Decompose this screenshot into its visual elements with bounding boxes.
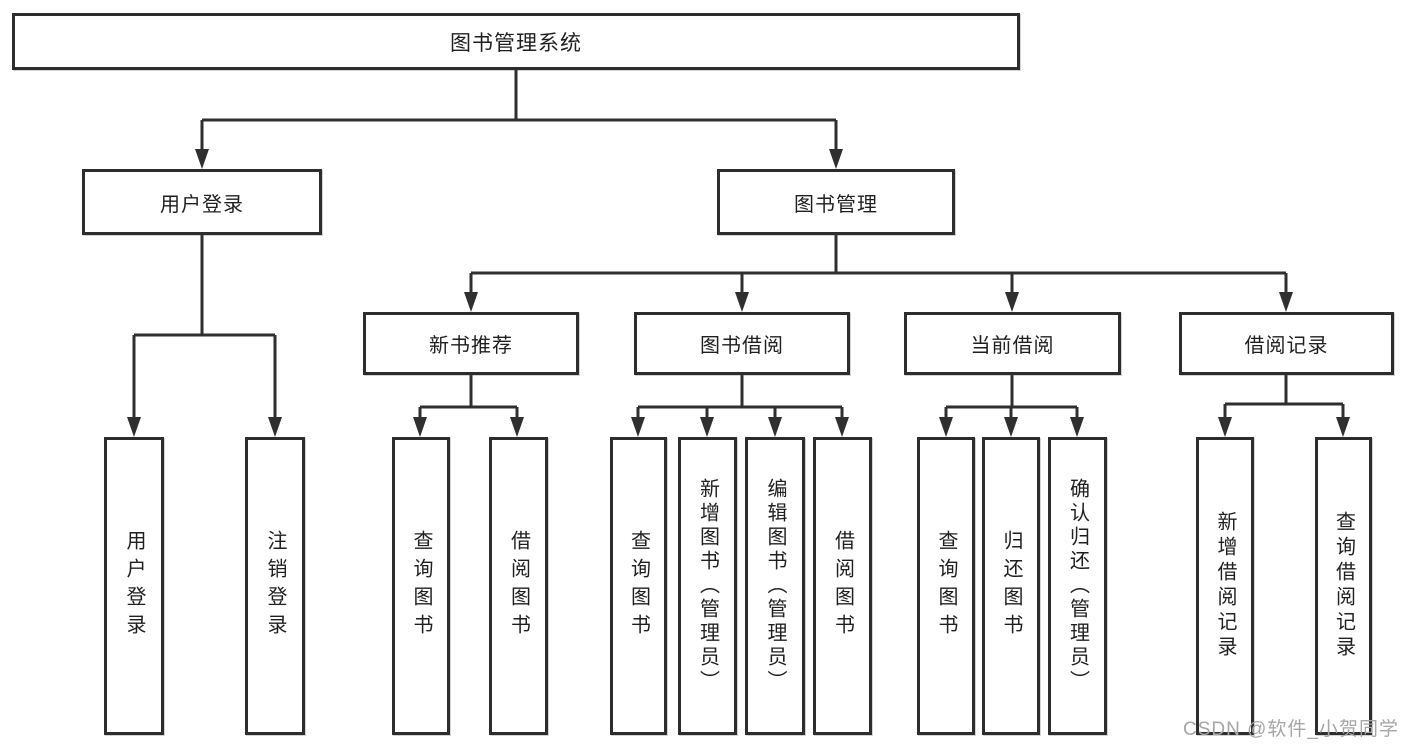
node-borrowing-records: 借阅记录: [1179, 312, 1394, 375]
node-library-system: 图书管理系统: [12, 13, 1020, 70]
connector-user-login-branch: [127, 235, 282, 437]
leaf-borrow-books: 借阅图书: [489, 437, 548, 735]
watermark: CSDN @软件_小贺同学: [1183, 719, 1399, 740]
leaf-add-books-admin: 新增图书（管理员）: [678, 437, 737, 735]
leaf-query-books: 查询图书: [610, 437, 667, 735]
leaf-return-books: 归还图书: [982, 437, 1040, 735]
leaf-user-login: 用户登录: [104, 437, 164, 735]
leaf-borrow-books: 借阅图书: [813, 437, 872, 735]
connector-borrowing-records-branch: [1218, 375, 1350, 437]
node-book-management: 图书管理: [717, 169, 955, 235]
leaf-edit-books-admin: 编辑图书（管理员）: [745, 437, 805, 735]
connector-new-book-branch: [413, 375, 524, 437]
leaf-add-borrow-record: 新增借阅记录: [1196, 437, 1254, 735]
leaf-logout: 注销登录: [245, 437, 305, 735]
leaf-query-books: 查询图书: [392, 437, 450, 735]
node-user-login: 用户登录: [82, 169, 322, 235]
connector-book-borrowing-branch: [631, 375, 849, 437]
node-book-borrowing: 图书借阅: [634, 312, 850, 375]
node-new-book-recommendation: 新书推荐: [363, 312, 579, 375]
node-current-borrowing: 当前借阅: [904, 312, 1121, 375]
connector-book-management-branch: [464, 235, 1293, 312]
leaf-query-borrow-record: 查询借阅记录: [1315, 437, 1372, 735]
connector-root-to-level2: [195, 70, 843, 169]
connector-current-borrowing-branch: [939, 375, 1084, 437]
leaf-confirm-return-admin: 确认归还（管理员）: [1048, 437, 1107, 735]
leaf-query-books: 查询图书: [917, 437, 975, 735]
